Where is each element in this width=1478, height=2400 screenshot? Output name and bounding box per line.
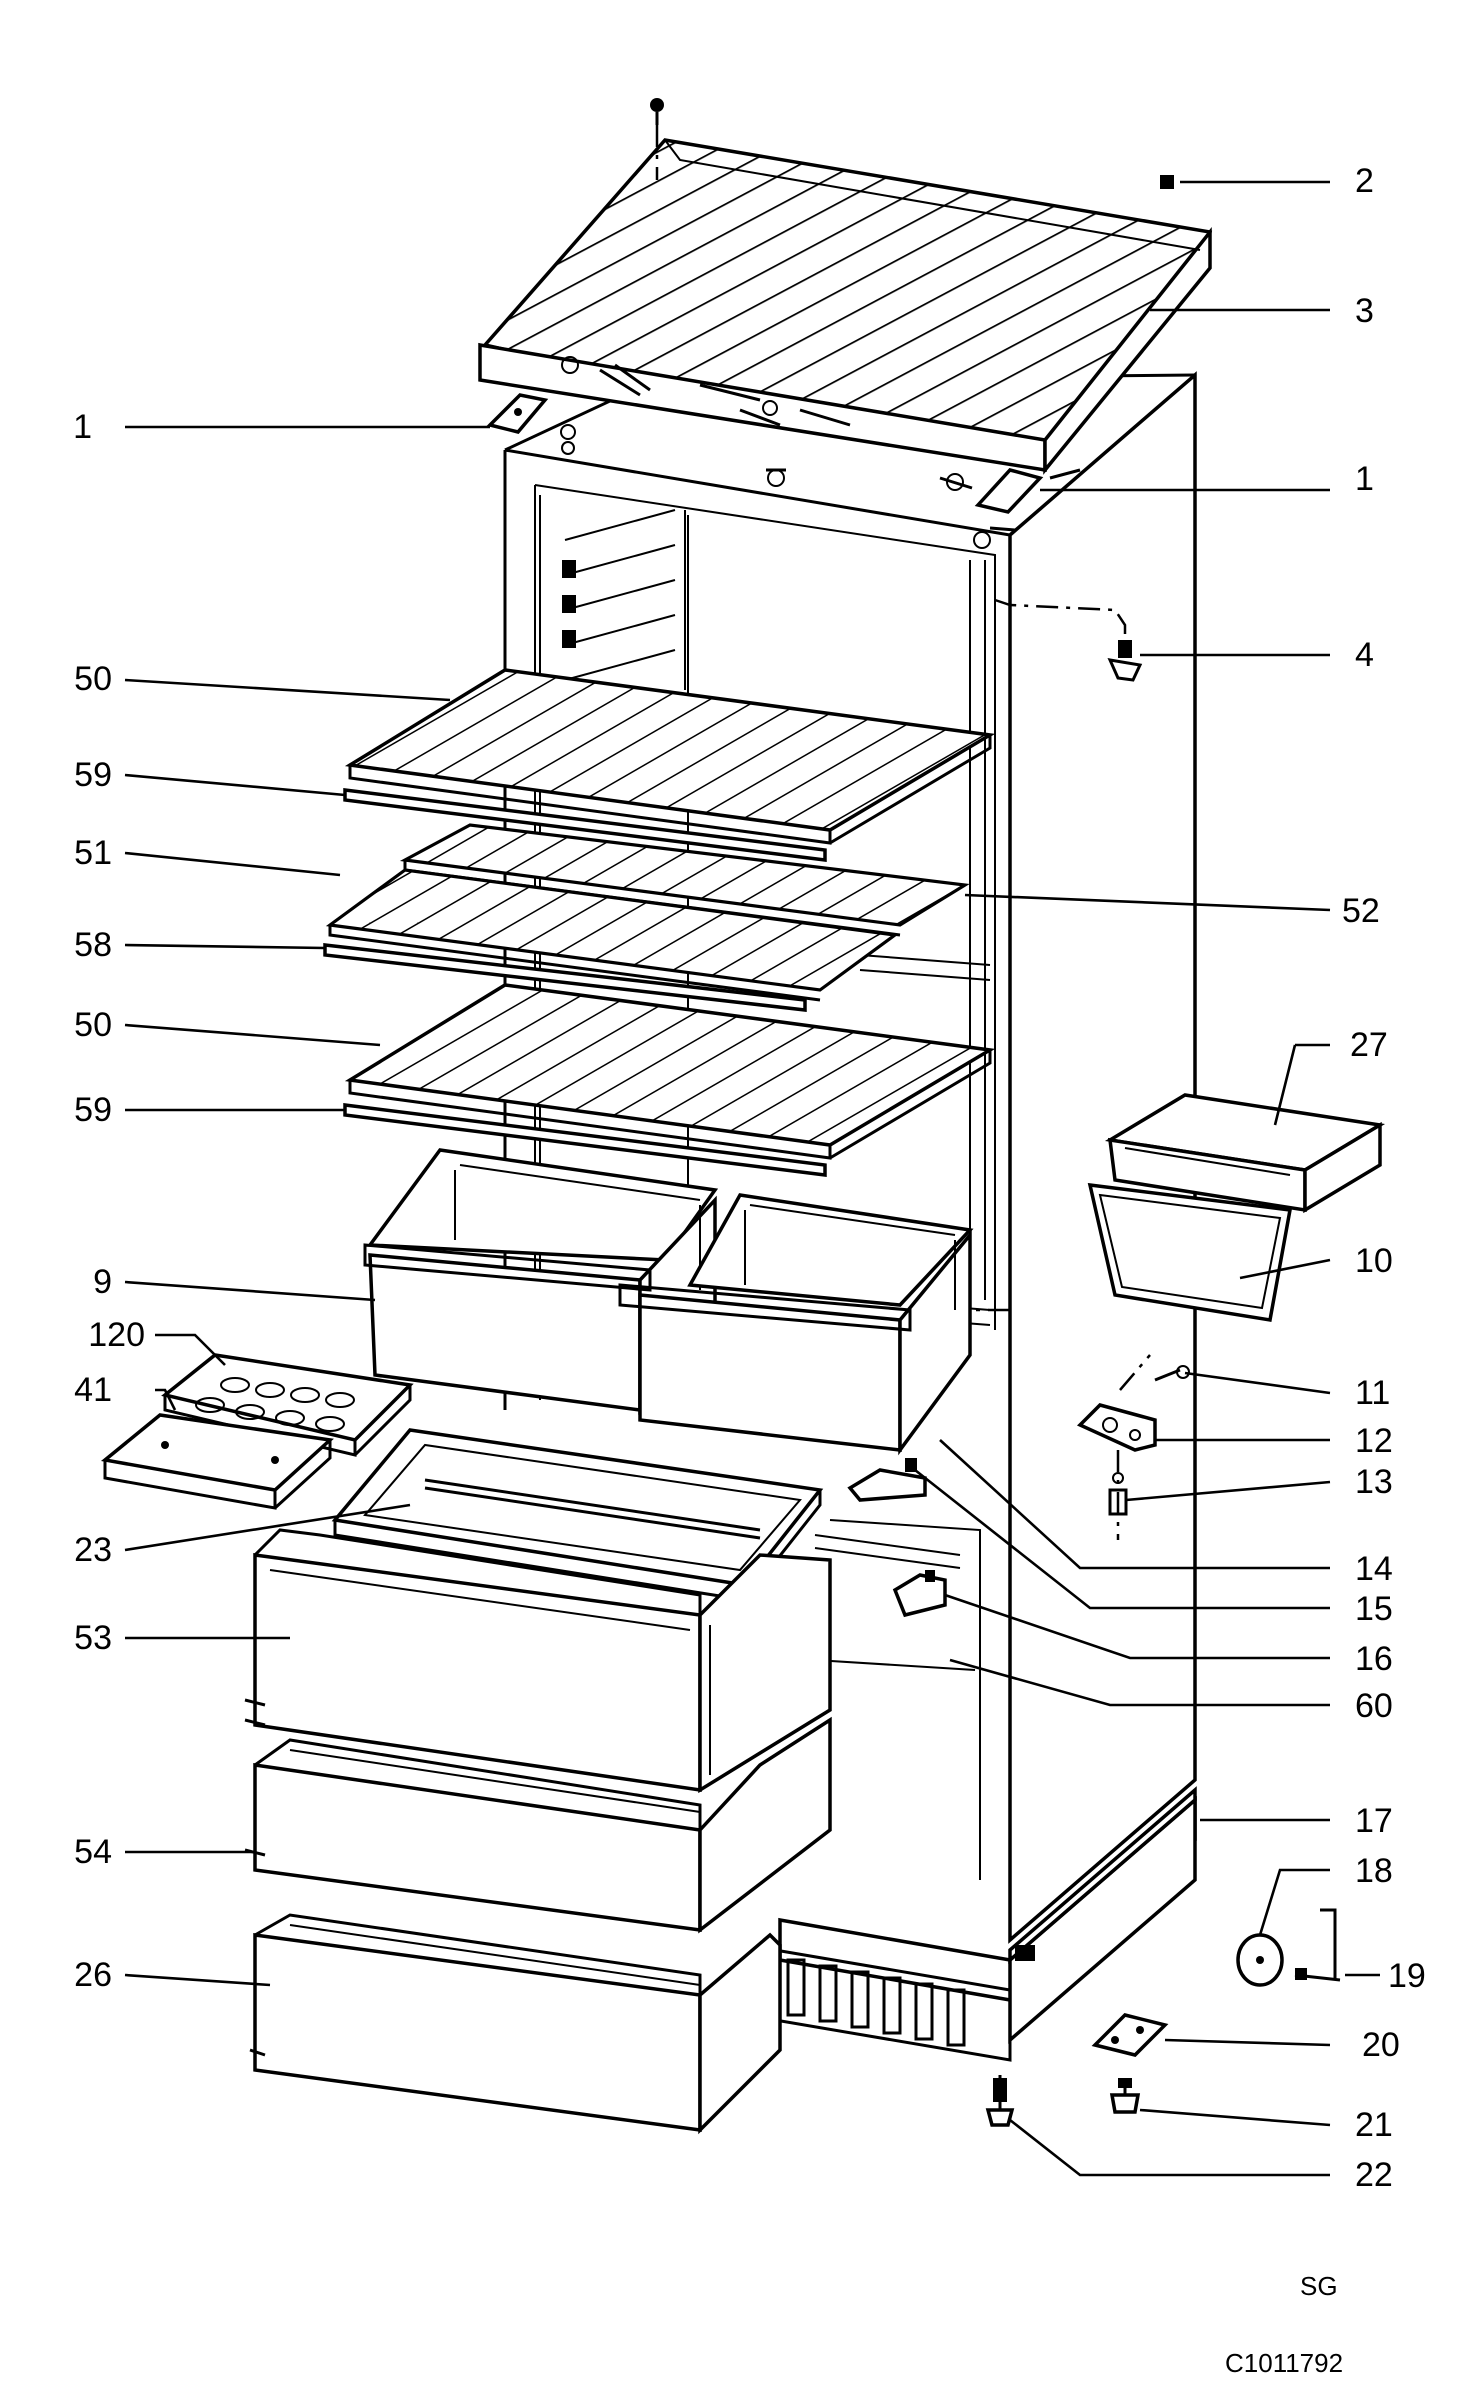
leader-lines bbox=[124, 180, 1380, 2177]
ice-tray bbox=[100, 1413, 334, 1510]
shelf-trim-59-upper bbox=[343, 788, 827, 862]
maker-code: SG bbox=[1300, 2271, 1338, 2301]
top-screw bbox=[650, 98, 664, 180]
label-20: 20 bbox=[1362, 2026, 1400, 2064]
label-13: 13 bbox=[1355, 1463, 1393, 1501]
label-54: 54 bbox=[74, 1833, 112, 1871]
label-9: 9 bbox=[93, 1263, 112, 1301]
label-4: 4 bbox=[1355, 636, 1374, 674]
wheel-18 bbox=[1236, 1933, 1284, 1987]
part-labels: 1 2 3 1 4 50 59 51 52 58 50 59 27 10 9 1… bbox=[73, 162, 1426, 2194]
drawing-number: C1011792 bbox=[1225, 2348, 1343, 2378]
hinge-plate-20 bbox=[1091, 2013, 1169, 2057]
label-59-upper: 59 bbox=[74, 756, 112, 794]
drawer-26 bbox=[249, 1913, 782, 2135]
label-51: 51 bbox=[74, 834, 112, 872]
top-cover bbox=[478, 138, 1213, 475]
label-22: 22 bbox=[1355, 2156, 1393, 2194]
shelf-trim-59-lower bbox=[343, 1103, 827, 1177]
shelf-51-front bbox=[325, 868, 900, 1002]
label-60: 60 bbox=[1355, 1687, 1393, 1725]
top-hinge-right bbox=[766, 468, 1081, 549]
label-50-upper: 50 bbox=[74, 660, 112, 698]
axle-19 bbox=[1294, 1908, 1341, 1982]
top-hinge-left bbox=[486, 393, 576, 455]
cover-screw bbox=[1160, 175, 1174, 189]
label-3: 3 bbox=[1355, 292, 1374, 330]
drawer-54 bbox=[244, 1716, 832, 1934]
shelf-50-upper bbox=[344, 668, 996, 845]
thermostat bbox=[994, 598, 1143, 682]
bin-right bbox=[618, 1193, 974, 1456]
label-2: 2 bbox=[1355, 162, 1374, 200]
hinge-bushing-13 bbox=[1108, 1450, 1128, 1540]
clip-15 bbox=[847, 1458, 927, 1502]
leveling-foot-22 bbox=[985, 2075, 1015, 2127]
label-1-left: 1 bbox=[73, 408, 92, 446]
label-10: 10 bbox=[1355, 1242, 1393, 1280]
drawer-53 bbox=[244, 1528, 832, 1794]
door-bin-10 bbox=[1087, 1182, 1293, 1323]
shelf-50-lower bbox=[344, 983, 996, 1160]
label-17: 17 bbox=[1355, 1802, 1393, 1840]
label-18: 18 bbox=[1355, 1852, 1393, 1890]
label-50-lower: 50 bbox=[74, 1006, 112, 1044]
shelf-trim-58 bbox=[323, 943, 807, 1012]
clip-16 bbox=[892, 1570, 947, 1618]
label-58: 58 bbox=[74, 926, 112, 964]
label-12: 12 bbox=[1355, 1422, 1393, 1460]
label-14: 14 bbox=[1355, 1550, 1393, 1588]
slide-rail-14 bbox=[814, 1534, 961, 1569]
label-21: 21 bbox=[1355, 2106, 1393, 2144]
door-bin-27 bbox=[1104, 1093, 1386, 1214]
label-1-right: 1 bbox=[1355, 460, 1374, 498]
hinge-plate-12 bbox=[1076, 1403, 1157, 1452]
label-120: 120 bbox=[88, 1316, 145, 1354]
label-11: 11 bbox=[1355, 1374, 1390, 1412]
label-26: 26 bbox=[74, 1956, 112, 1994]
label-19: 19 bbox=[1388, 1957, 1426, 1995]
label-15: 15 bbox=[1355, 1590, 1393, 1628]
foot-21 bbox=[1109, 2078, 1141, 2114]
label-16: 16 bbox=[1355, 1640, 1393, 1678]
label-59-lower: 59 bbox=[74, 1091, 112, 1129]
label-53: 53 bbox=[74, 1619, 112, 1657]
label-23: 23 bbox=[74, 1531, 112, 1569]
foot-cover-17 bbox=[1008, 1786, 1197, 1964]
label-27: 27 bbox=[1350, 1026, 1388, 1064]
label-41: 41 bbox=[74, 1371, 112, 1409]
hinge-pin-11 bbox=[1119, 1354, 1190, 1391]
label-52: 52 bbox=[1342, 892, 1380, 930]
